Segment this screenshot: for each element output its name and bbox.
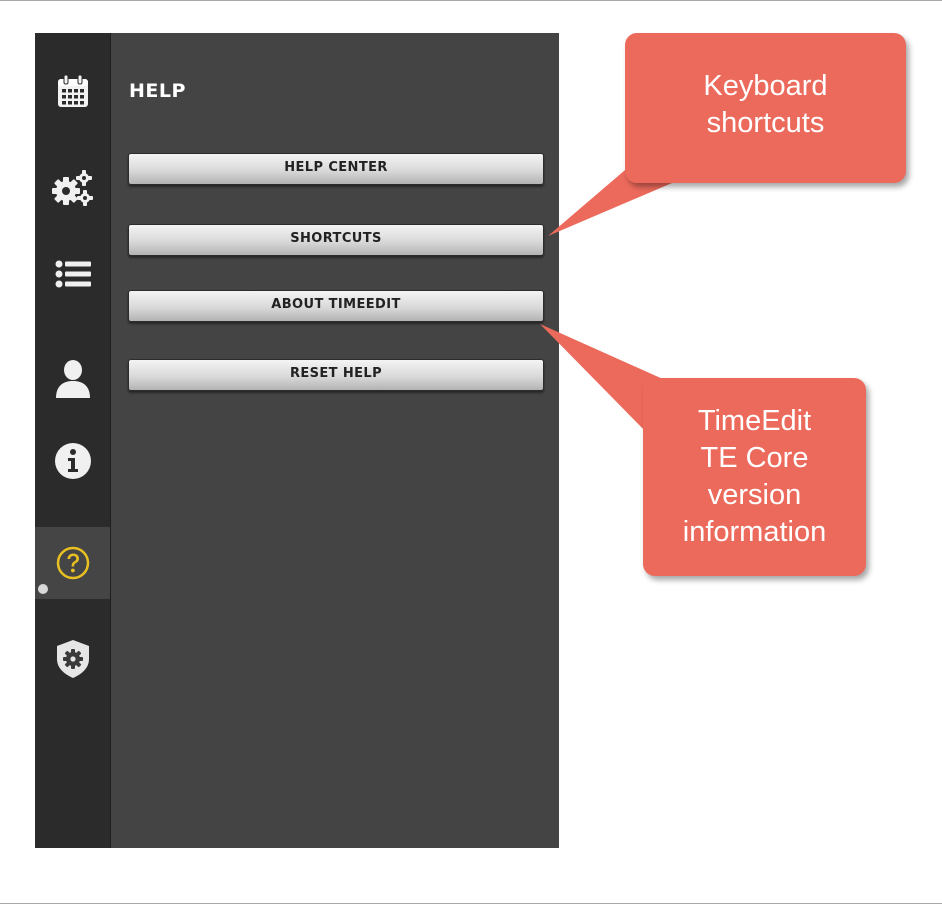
shortcuts-button[interactable]: SHORTCUTS — [128, 224, 544, 256]
rail-item-calendar[interactable] — [35, 56, 110, 128]
help-panel: HELP HELP CENTER SHORTCUTS ABOUT TIMEEDI… — [111, 33, 559, 848]
callout-text-line: information — [682, 516, 827, 548]
callout-text-line: TimeEdit — [697, 405, 812, 437]
callout-keyboard-shortcuts: Keyboard shortcuts — [625, 33, 906, 183]
rail-item-admin[interactable] — [35, 623, 110, 695]
callout-text-line: version — [707, 479, 802, 511]
rail-item-help[interactable] — [35, 527, 110, 599]
callout-text-line: TE Core — [700, 442, 809, 474]
admin-shield-icon — [55, 639, 91, 679]
frame-top-line — [0, 0, 942, 1]
gears-icon — [51, 169, 94, 207]
panel-title: HELP — [129, 80, 186, 102]
rail-item-info[interactable] — [35, 425, 110, 497]
help-center-button[interactable]: HELP CENTER — [128, 153, 544, 185]
help-icon — [56, 546, 90, 580]
icon-rail — [35, 33, 111, 848]
calendar-icon — [55, 74, 91, 110]
callout-text-line: Keyboard — [703, 70, 828, 102]
info-icon — [54, 442, 92, 480]
about-timeedit-button[interactable]: ABOUT TIMEEDIT — [128, 290, 544, 322]
rail-item-settings[interactable] — [35, 152, 110, 224]
callout-version-information: TimeEdit TE Core version information — [643, 378, 866, 576]
user-icon — [55, 359, 91, 399]
callout-text-line: shortcuts — [706, 107, 825, 139]
list-icon — [55, 259, 91, 289]
app-window: HELP HELP CENTER SHORTCUTS ABOUT TIMEEDI… — [35, 33, 559, 848]
reset-help-button[interactable]: RESET HELP — [128, 359, 544, 391]
rail-item-user[interactable] — [35, 343, 110, 415]
active-indicator-dot — [38, 584, 48, 594]
rail-item-list[interactable] — [35, 238, 110, 310]
